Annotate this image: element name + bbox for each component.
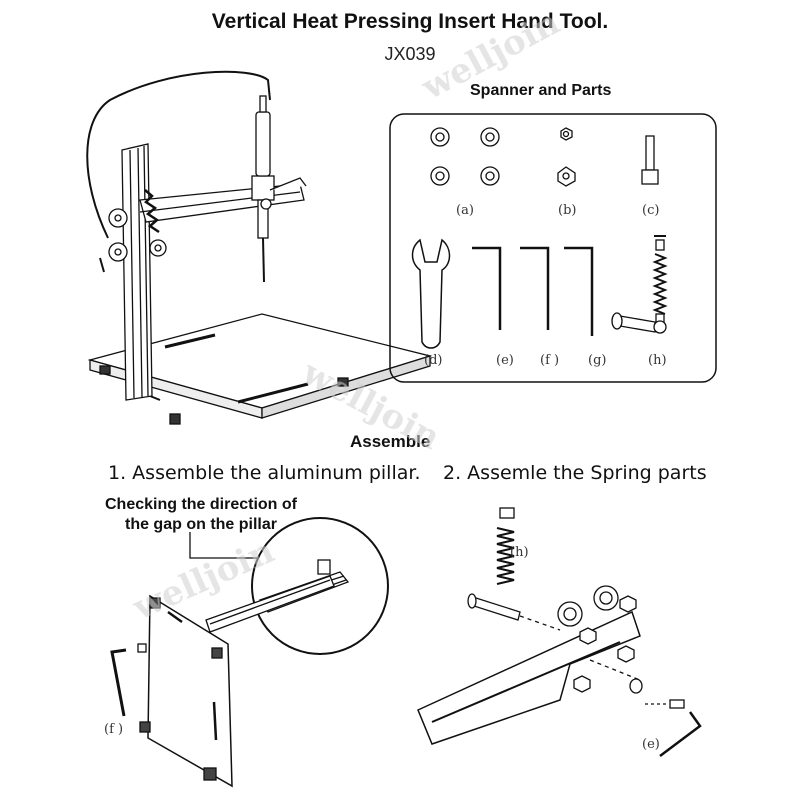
gap-note-line1: Checking the direction of <box>104 496 297 513</box>
screw-c <box>641 135 659 185</box>
washers-group-a <box>430 127 500 186</box>
gap-direction-note: Checking the direction of the gap on the… <box>86 495 316 535</box>
gap-note-line2: the gap on the pillar <box>124 516 277 533</box>
part-label-h: (h) <box>648 353 667 368</box>
part-label-g: (g) <box>588 353 606 368</box>
part-label-f: (f ) <box>540 353 559 368</box>
heat-press-tool-illustration <box>86 70 433 425</box>
part-label-e: (e) <box>496 353 514 368</box>
step1-caption: 1. Assemble the aluminum pillar. <box>108 462 421 484</box>
assemble-heading: Assemble <box>350 432 431 451</box>
spanner-d <box>411 238 451 349</box>
parts-heading: Spanner and Parts <box>470 82 612 99</box>
step2-illustration <box>417 507 702 757</box>
spring-assembly-h <box>611 235 668 334</box>
step1-illustration <box>110 517 389 788</box>
cable-loop <box>86 70 271 239</box>
arm-spring <box>144 189 160 234</box>
hex-keys <box>472 246 594 336</box>
watermark-1: welljoin <box>415 3 567 109</box>
base-plate-step1 <box>147 594 233 788</box>
parts-panel <box>389 113 717 383</box>
soldering-iron <box>255 111 271 177</box>
step2-hexkey-label: (e) <box>642 737 660 752</box>
part-label-c: (c) <box>642 203 659 218</box>
page-title: Vertical Heat Pressing Insert Hand Tool. <box>211 10 609 33</box>
step2-caption: 2. Assemle the Spring parts <box>443 462 707 484</box>
part-label-a: (a) <box>456 203 474 218</box>
nuts-group-b <box>557 127 576 187</box>
step2-spring-label: (h) <box>510 545 529 560</box>
step1-part-label: (f ) <box>104 722 123 737</box>
horizontal-arm <box>139 183 305 223</box>
horizontal-arm-step2 <box>417 610 641 745</box>
part-label-d: (d) <box>424 353 442 368</box>
model-number: JX039 <box>384 44 436 64</box>
part-label-b: (b) <box>558 203 576 218</box>
